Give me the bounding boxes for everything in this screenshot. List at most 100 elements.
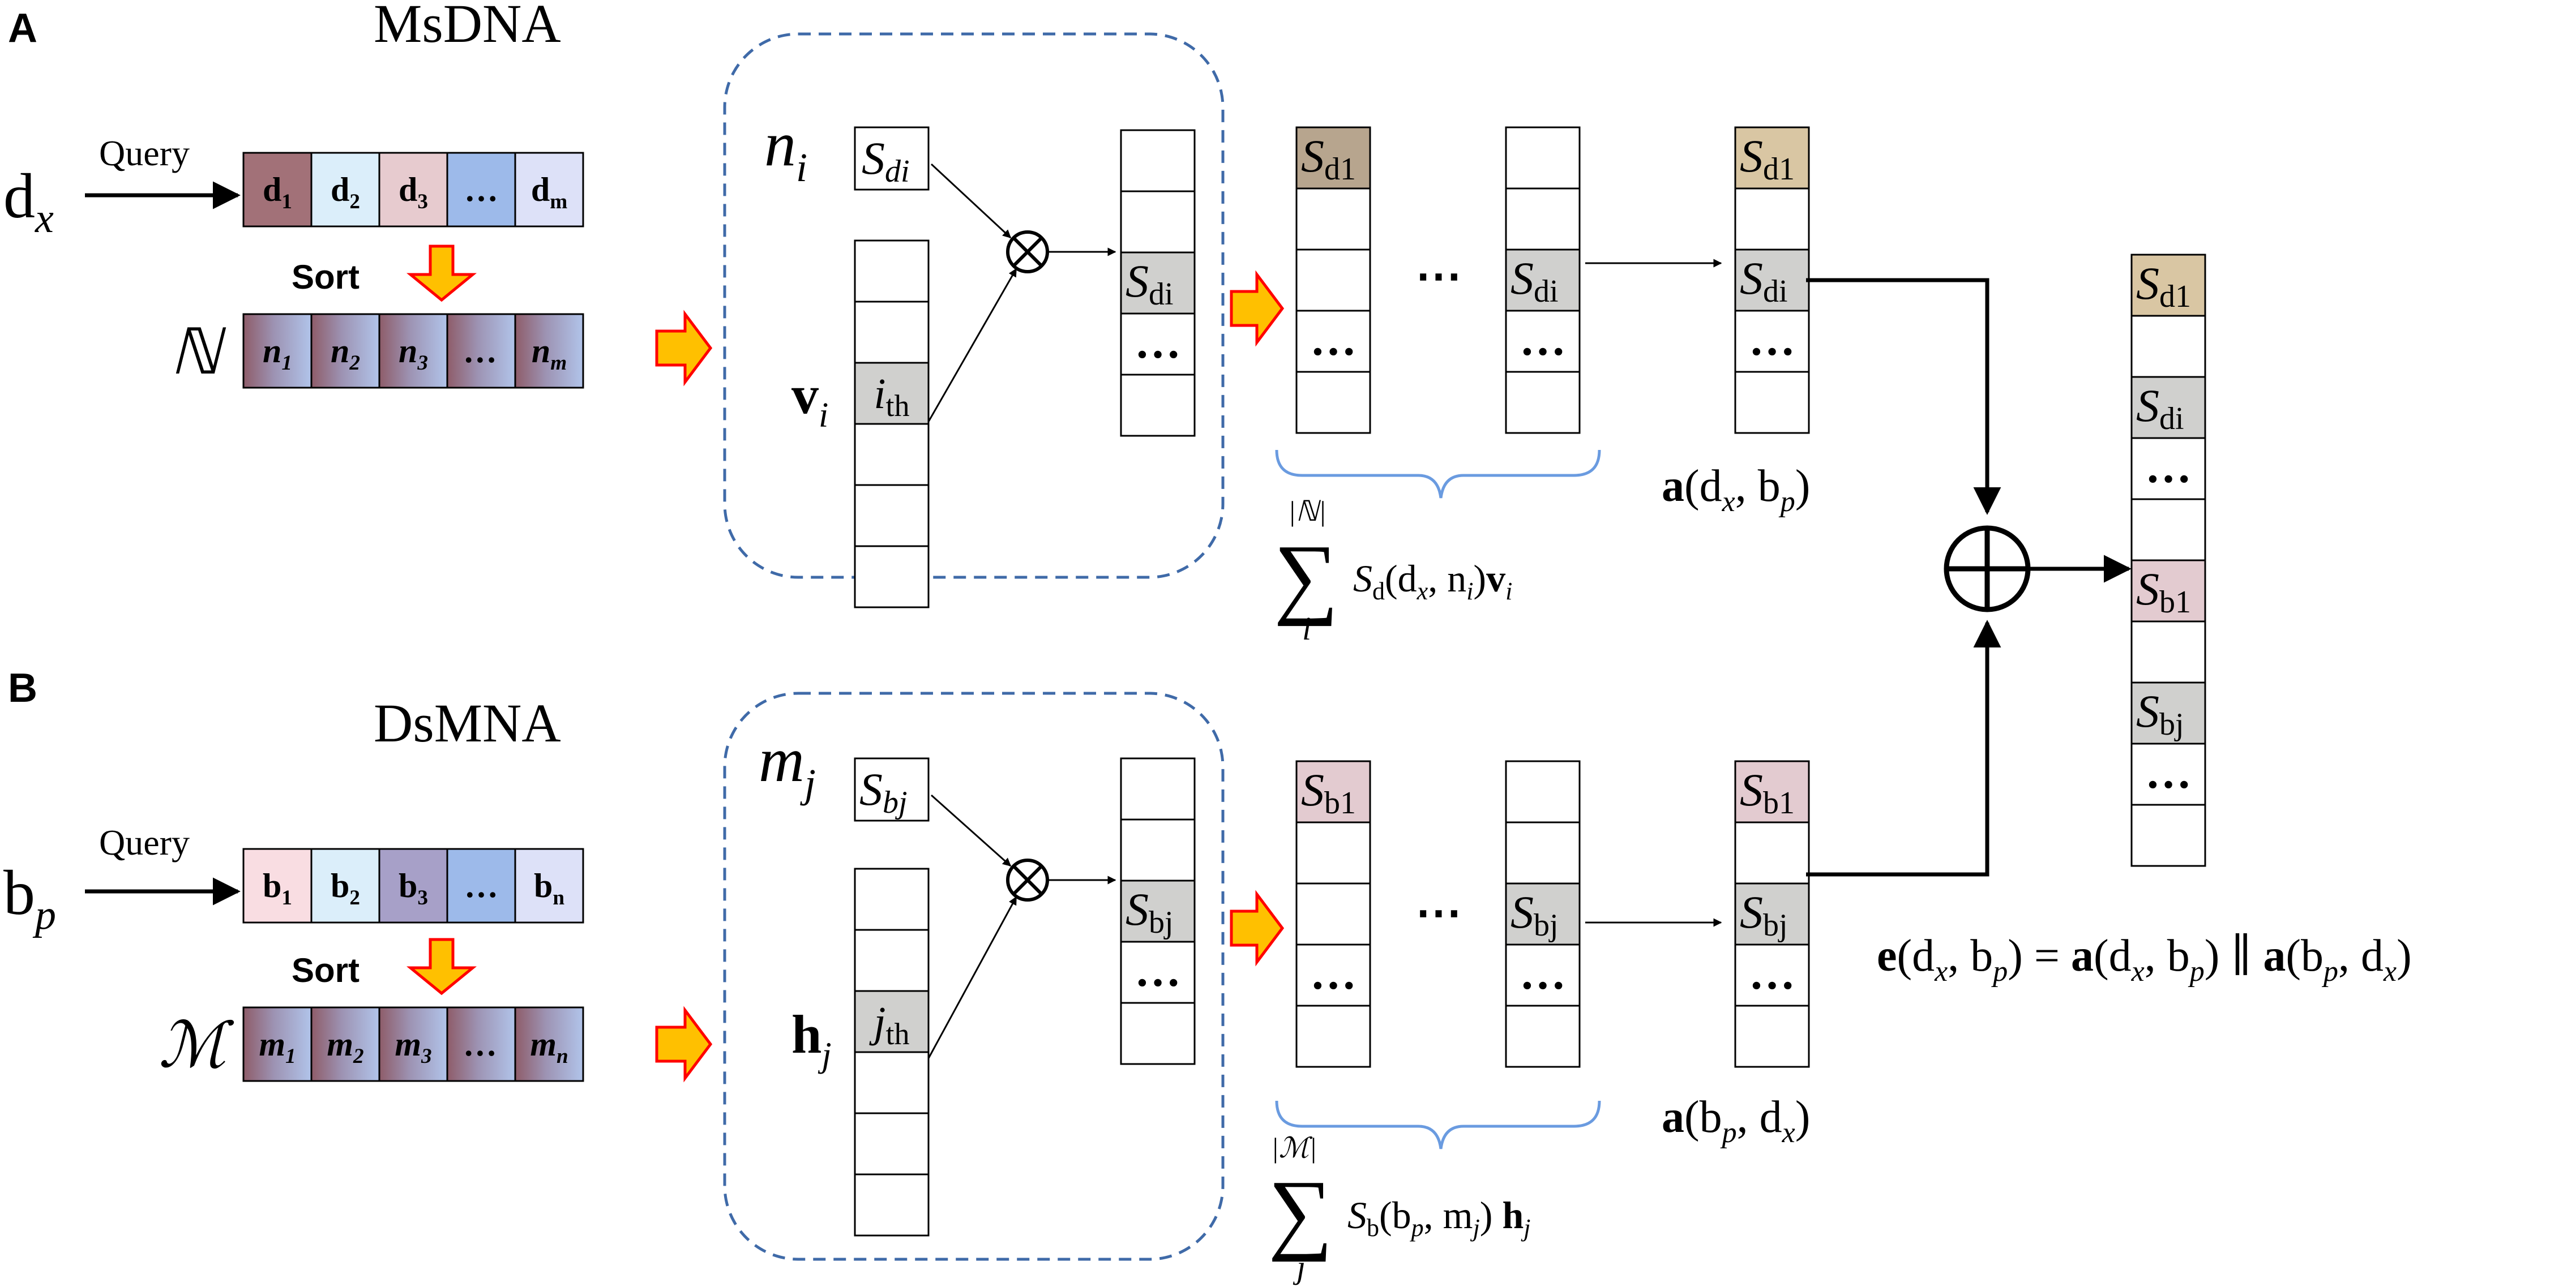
rowA-cell-label: dm (531, 171, 567, 213)
c1A-cell (1295, 371, 1371, 434)
rowA-cell-label: d1 (263, 171, 292, 213)
aggA-cell (1734, 371, 1810, 434)
finalCol-cell-label: Sbj (2136, 685, 2184, 742)
finalCol-ellipsis: … (2145, 441, 2192, 492)
score-label-b: Sbj (859, 763, 908, 820)
cnA-cell (1505, 371, 1581, 434)
rcolB-ellipsis: … (1135, 945, 1181, 996)
score-box-a (854, 126, 930, 191)
cnA-cell-label: Sdi (1510, 252, 1559, 309)
query-input-b: bp (3, 858, 56, 938)
sort-arrow-a (406, 244, 477, 302)
panel-b-title: DsMNA (374, 693, 561, 753)
c1B-cell (1295, 760, 1371, 823)
rcolA-ellipsis: … (1135, 316, 1181, 368)
srowB-cell-label: m1 (259, 1026, 296, 1068)
rowB-cell (514, 848, 584, 924)
neighbor-label-a: ni (764, 109, 807, 190)
rcolB-cell-label: Sbj (1126, 883, 1174, 940)
cnB-cell (1505, 821, 1581, 885)
aggA-cell (1734, 187, 1810, 251)
sort-label-a: Sort (292, 258, 360, 296)
rowB-cell-label: b3 (399, 867, 428, 910)
finalCol-cell (2130, 804, 2206, 867)
rowB-cell-label: bn (534, 867, 564, 910)
weighted-column-b-first: Sb1 … (1295, 760, 1371, 1068)
neighbor-label-b: mj (759, 725, 816, 806)
cnB-cell (1505, 882, 1581, 946)
aggA-cell (1734, 310, 1810, 373)
srowA-cell-label: … (464, 332, 498, 370)
aggB-cell (1734, 943, 1810, 1007)
vector-to-mult-arrow-a (927, 268, 1017, 422)
sort-arrow-b (406, 938, 477, 996)
c1A-cell (1295, 126, 1371, 190)
srowA-cell (514, 313, 584, 389)
agg-to-concat-arrow-b (1806, 620, 2001, 877)
srowB-cell-label: m3 (395, 1026, 431, 1068)
c1A-ellipsis: … (1310, 314, 1357, 365)
finalCol-cell-label: Sd1 (2136, 258, 2191, 314)
rowA-cell-label: d3 (399, 171, 428, 213)
rcolA-cell (1120, 129, 1196, 192)
agg-to-concat-arrow-a (1806, 278, 2001, 515)
finalCol-cell (2130, 254, 2206, 317)
rcolA-cell (1120, 251, 1196, 315)
set-symbol-b: ℳ (159, 1011, 234, 1081)
concat-operator (1944, 525, 2031, 612)
c1A-cell (1295, 310, 1371, 373)
srowA-cell (310, 313, 380, 389)
vector-column-b: jth (854, 868, 930, 1237)
c1A-cell (1295, 187, 1371, 251)
vcolB-cell (854, 929, 930, 992)
cnA-cell (1505, 187, 1581, 251)
attention-box-b (723, 692, 1225, 1261)
finalCol-cell (2130, 620, 2206, 684)
vcolB-cell (854, 1051, 930, 1114)
rowB-cell (446, 848, 516, 924)
sum-brace-b (1275, 1100, 1601, 1149)
cnB-cell (1505, 760, 1581, 823)
weighted-column-a-last: Sdi… (1505, 126, 1581, 434)
rowB-cell-label: b1 (263, 867, 292, 910)
svg-text:Sb(bp, mj) hj: Sb(bp, mj) hj (1347, 1194, 1531, 1242)
rowB-cell (310, 848, 380, 924)
final-equation: e(dx, bp) = a(dx, bp) ∥ a(bp, dx) (1877, 931, 2412, 988)
vcolA-cell (854, 301, 930, 364)
rcolA-cell (1120, 190, 1196, 254)
cnB-cell (1505, 1005, 1581, 1068)
srowB-cell-label: mn (530, 1026, 568, 1068)
aggA-cell (1734, 248, 1810, 312)
vcolB-cell (854, 868, 930, 931)
attention-box-a (723, 32, 1225, 579)
vector-index-label: ith (874, 370, 909, 423)
vcolB-cell (854, 1173, 930, 1237)
rowA-cell-label: d2 (331, 171, 360, 213)
c1B-cell (1295, 821, 1371, 885)
cnB-cell (1505, 943, 1581, 1007)
rowA-cell (446, 152, 516, 228)
srowA-cell (242, 313, 313, 389)
aggregated-column-b: Sb1Sbj… (1734, 760, 1810, 1068)
flow-arrow-b2 (1230, 890, 1285, 967)
c1B-cell (1295, 1005, 1371, 1068)
c1B-ellipsis: … (1310, 947, 1357, 999)
aggB-cell (1734, 1005, 1810, 1068)
weighted-column-b-last: Sbj… (1505, 760, 1581, 1068)
c1A-cell (1295, 248, 1371, 312)
rowA-cell (378, 152, 448, 228)
query-label-a: Query (99, 133, 190, 173)
finalCol-cell (2130, 376, 2206, 439)
finalCol-cell-label: Sb1 (2136, 563, 2191, 620)
aggB-cell (1734, 882, 1810, 946)
rowB-cell-label: … (464, 867, 498, 904)
aggB-cell-label: Sb1 (1740, 764, 1795, 821)
vcolA-cell (854, 484, 930, 547)
vcolA-cell (854, 362, 930, 425)
score-to-mult-arrow-a (930, 163, 1012, 239)
rcolB-cell (1120, 818, 1196, 882)
c1B-cell (1295, 882, 1371, 946)
c1B-cell-label: Sb1 (1301, 764, 1356, 821)
